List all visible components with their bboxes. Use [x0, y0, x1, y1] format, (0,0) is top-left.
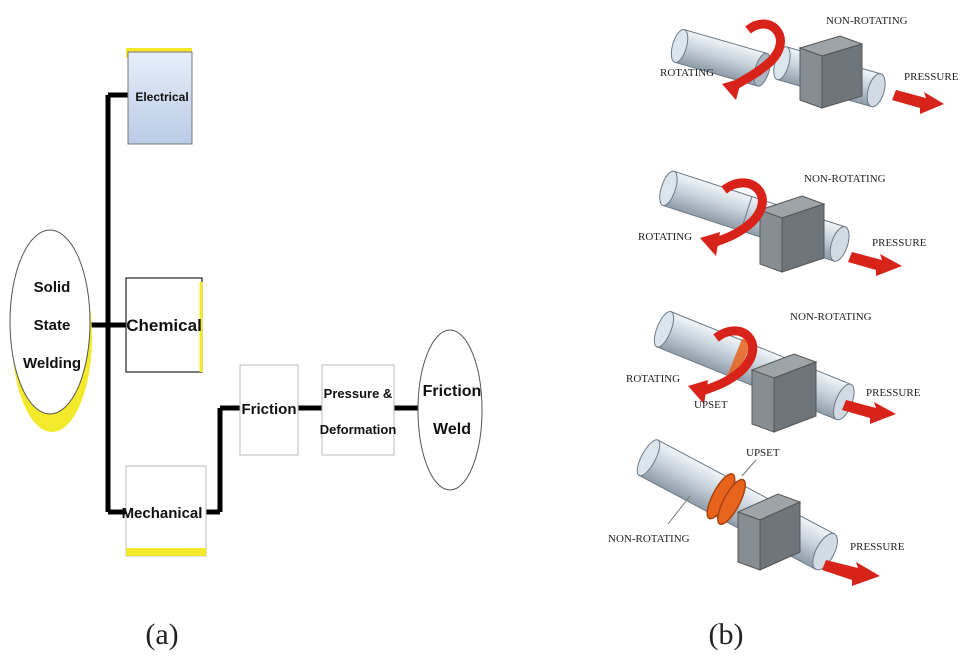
- rotating-label: ROTATING: [638, 231, 692, 243]
- friction-label: Friction: [242, 401, 297, 418]
- tree-connectors: [88, 92, 420, 515]
- pressure-label: PRESSURE: [872, 237, 927, 249]
- stage-4: UPSET NON-ROTATING PRESSURE: [608, 439, 905, 586]
- panel-a-tree-diagram: Solid State Welding Electrical Chemical …: [9, 48, 483, 651]
- pressure-arrow-icon: [848, 252, 902, 276]
- upset-label: UPSET: [694, 399, 728, 411]
- caption-a: (a): [145, 618, 178, 651]
- upset-ring: [726, 338, 752, 381]
- rotating-label: ROTATING: [660, 67, 714, 79]
- pressure-label-line1: Pressure &: [324, 386, 393, 401]
- leader-line: [741, 459, 757, 477]
- electrical-label: Electrical: [135, 90, 188, 104]
- caption-b: (b): [709, 618, 744, 651]
- pressure-arrow-icon: [842, 400, 896, 424]
- pressure-label: PRESSURE: [866, 387, 921, 399]
- non-rotating-label: NON-ROTATING: [804, 173, 886, 185]
- friction-weld-node: Friction Weld: [417, 329, 483, 491]
- chemical-node: Chemical: [125, 277, 203, 373]
- non-rotating-label: NON-ROTATING: [608, 533, 690, 545]
- panel-b-friction-welding-stages: NON-ROTATING ROTATING PRESSURE NON-ROTAT…: [608, 15, 959, 651]
- pressure-label-line2: Deformation: [320, 422, 397, 437]
- pressure-label: PRESSURE: [850, 541, 905, 553]
- rotation-arrow-icon: [709, 178, 767, 248]
- solid-state-welding-node: Solid State Welding: [9, 229, 92, 432]
- root-label-line3: Welding: [23, 355, 81, 372]
- weld-label-line2: Weld: [433, 421, 471, 438]
- clamp-block: [750, 353, 818, 433]
- rotation-arrowhead-icon: [700, 232, 720, 256]
- rotation-arrow-icon: [697, 326, 758, 397]
- clamp-block: [798, 35, 864, 109]
- rotation-arrowhead-icon: [722, 78, 742, 100]
- pressure-label: PRESSURE: [904, 71, 959, 83]
- non-rotating-label: NON-ROTATING: [826, 15, 908, 27]
- rotation-arrowhead-icon: [688, 380, 708, 404]
- pressure-deformation-node: Pressure & Deformation: [320, 364, 397, 456]
- root-label-line1: Solid: [34, 279, 71, 296]
- chemical-label: Chemical: [126, 316, 202, 335]
- electrical-node: Electrical: [126, 48, 193, 145]
- mechanical-node: Mechanical: [122, 465, 207, 557]
- rotating-label: ROTATING: [626, 373, 680, 385]
- upset-label: UPSET: [746, 447, 780, 459]
- pressure-arrow-icon: [892, 90, 944, 114]
- mechanical-label: Mechanical: [122, 505, 203, 522]
- weld-label-line1: Friction: [423, 383, 482, 400]
- clamp-block: [758, 195, 826, 273]
- stage-1: NON-ROTATING ROTATING PRESSURE: [660, 15, 959, 114]
- pressure-arrow-icon: [822, 560, 880, 586]
- leader-line: [667, 495, 691, 525]
- clamp-block: [736, 493, 802, 571]
- non-rotating-label: NON-ROTATING: [790, 311, 872, 323]
- root-label-line2: State: [34, 317, 71, 334]
- stage-3: NON-ROTATING ROTATING UPSET PRESSURE: [626, 310, 921, 433]
- stage-2: NON-ROTATING ROTATING PRESSURE: [638, 170, 927, 276]
- friction-node: Friction: [239, 364, 299, 456]
